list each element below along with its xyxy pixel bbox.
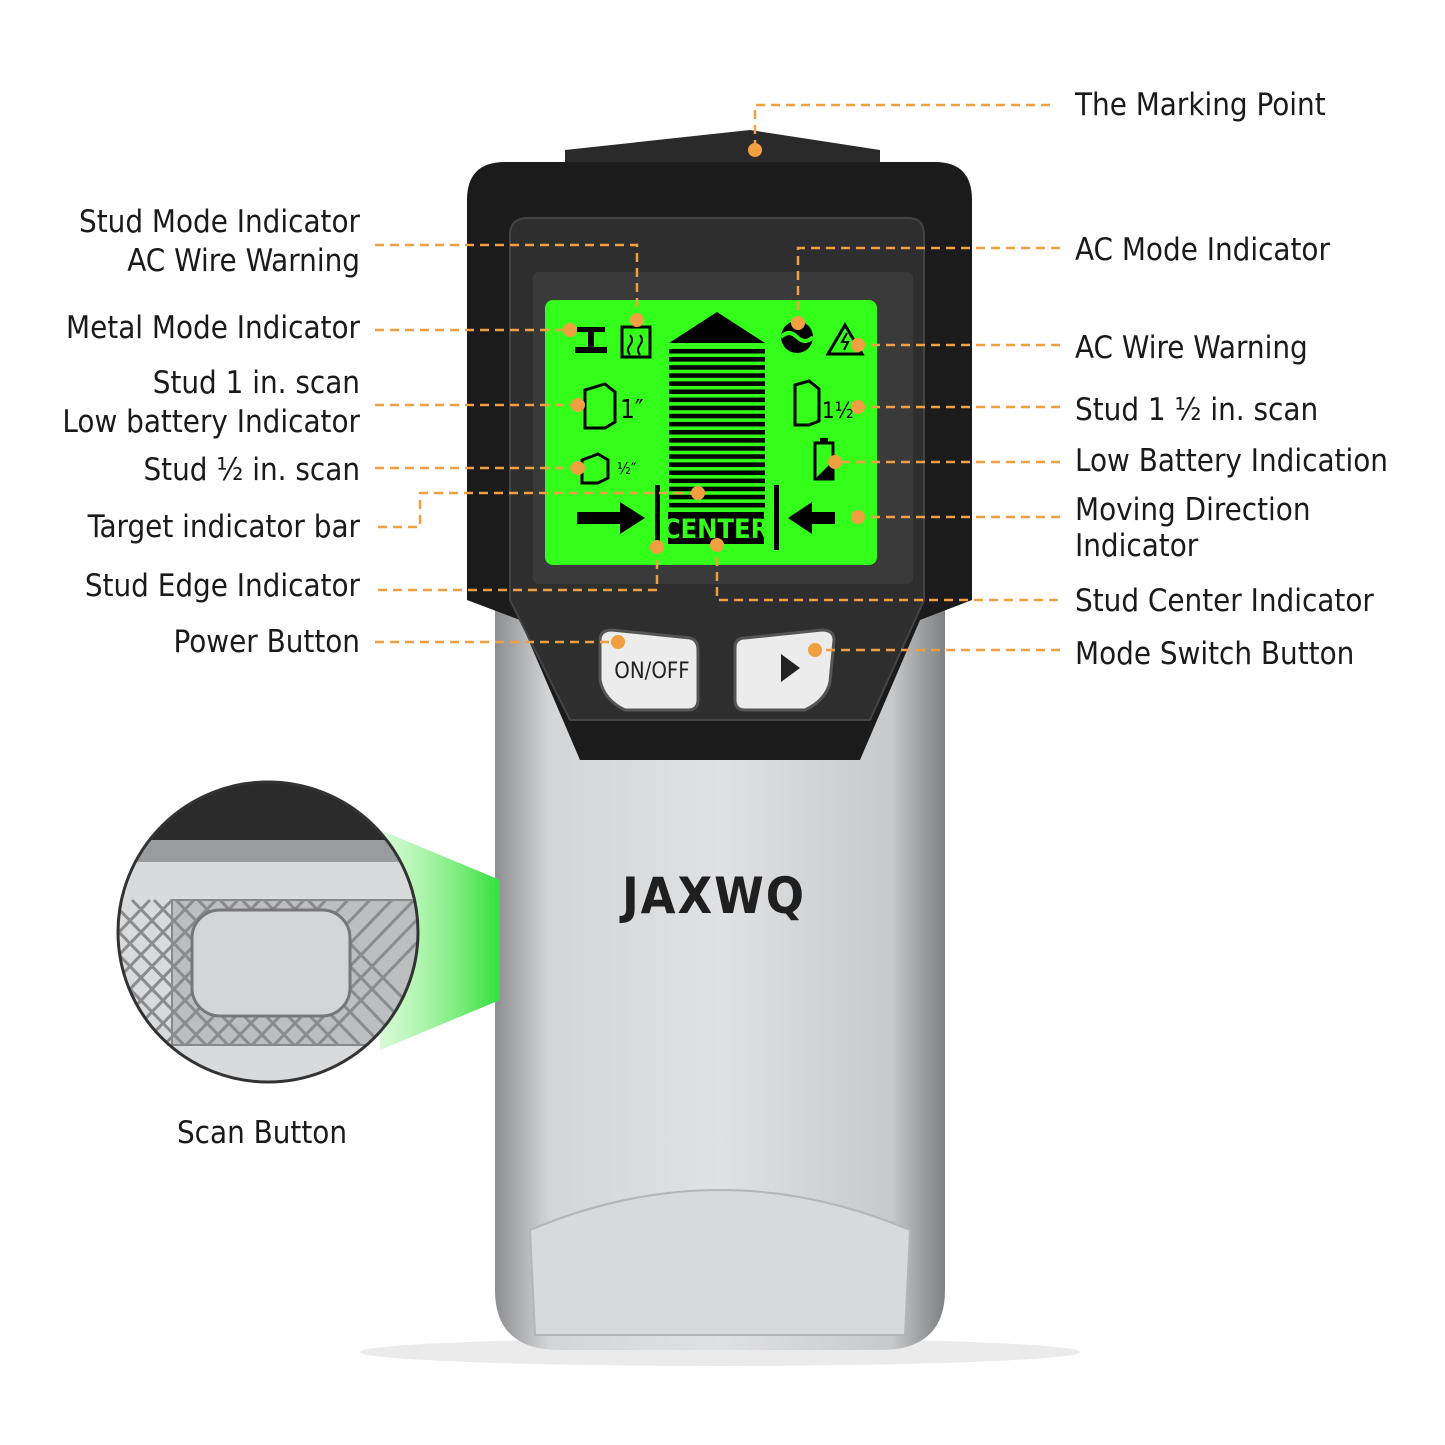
label-mode-switch: Mode Switch Button <box>1075 636 1354 672</box>
leader-lines <box>375 103 1060 657</box>
target-bar-segment <box>669 405 765 411</box>
knurl-line <box>118 898 152 1047</box>
moving-right-arrow-icon <box>577 502 645 534</box>
scan-button-label: Scan Button <box>177 1115 347 1151</box>
target-bar-segment <box>669 438 765 443</box>
target-bar-segment <box>669 397 765 403</box>
left-labels: Stud Mode Indicator AC Wire Warning Meta… <box>62 204 360 660</box>
label-target-bar: Target indicator bar <box>87 509 361 545</box>
stud-mode-icon <box>620 325 652 359</box>
target-bar-segment <box>669 373 765 378</box>
target-bar-segment <box>669 494 765 500</box>
target-bar-segment <box>669 470 765 475</box>
target-bar-segment <box>669 349 765 354</box>
target-bar-segment <box>669 454 765 459</box>
target-indicator-bar <box>669 312 765 508</box>
label-low-battery-left: Low battery Indicator <box>62 404 360 440</box>
stud-half-in-icon: ½″ <box>580 452 637 485</box>
moving-left-arrow-icon <box>788 502 835 534</box>
label-ac-wire-warning-right: AC Wire Warning <box>1075 330 1308 366</box>
target-bar-segment <box>669 357 765 362</box>
target-bar-segment <box>669 365 765 370</box>
ac-mode-icon <box>779 321 815 353</box>
label-stud-edge: Stud Edge Indicator <box>85 568 361 604</box>
mode-switch-button[interactable] <box>733 628 836 712</box>
label-power-button: Power Button <box>174 624 360 660</box>
power-button-label: ON/OFF <box>614 659 689 684</box>
play-triangle-icon <box>781 654 800 682</box>
target-bar-segment <box>669 413 765 419</box>
label-stud-half-in: Stud ½ in. scan <box>143 452 360 488</box>
label-stud-center: Stud Center Indicator <box>1075 583 1374 619</box>
target-bar-segment <box>669 430 765 435</box>
brand-logo: JAXWQ <box>619 867 806 925</box>
metal-mode-icon <box>575 327 607 353</box>
target-bar-segment <box>669 502 765 508</box>
label-metal-mode: Metal Mode Indicator <box>66 310 360 346</box>
target-bar-segment <box>669 462 765 467</box>
target-bar-segment <box>669 381 765 386</box>
target-bar-segment <box>669 446 765 451</box>
stud-1in-icon: 1″ <box>583 382 644 430</box>
scan-button-inset: Scan Button <box>116 780 500 1151</box>
label-stud-1-half-in: Stud 1 ½ in. scan <box>1075 392 1318 428</box>
label-moving-direction: Moving Direction <box>1075 492 1311 528</box>
target-bar-segment <box>669 478 765 484</box>
label-stud-mode: Stud Mode Indicator <box>79 204 361 240</box>
label-moving-direction-2: Indicator <box>1075 528 1199 564</box>
ac-wire-warning-icon <box>825 322 865 356</box>
stud-edge-indicator <box>655 485 779 550</box>
knurl-line <box>118 898 218 1047</box>
svg-text:½″: ½″ <box>617 459 637 478</box>
target-bar-segment <box>669 389 765 394</box>
label-marking-point: The Marking Point <box>1074 87 1326 123</box>
scan-button[interactable] <box>190 908 352 1018</box>
label-ac-mode: AC Mode Indicator <box>1075 232 1330 268</box>
label-ac-wire-warning-left: AC Wire Warning <box>127 243 360 279</box>
target-bar-segment <box>669 486 765 492</box>
svg-text:1″: 1″ <box>620 395 644 425</box>
label-low-battery-right: Low Battery Indication <box>1075 443 1388 479</box>
power-button[interactable]: ON/OFF <box>598 628 700 712</box>
target-bar-segment <box>669 421 765 427</box>
lcd-screen: 1″ ½″ 1½″ CENTER <box>545 300 877 565</box>
right-labels: The Marking Point AC Mode Indicator AC W… <box>1074 87 1388 672</box>
label-stud-1in: Stud 1 in. scan <box>153 365 360 401</box>
